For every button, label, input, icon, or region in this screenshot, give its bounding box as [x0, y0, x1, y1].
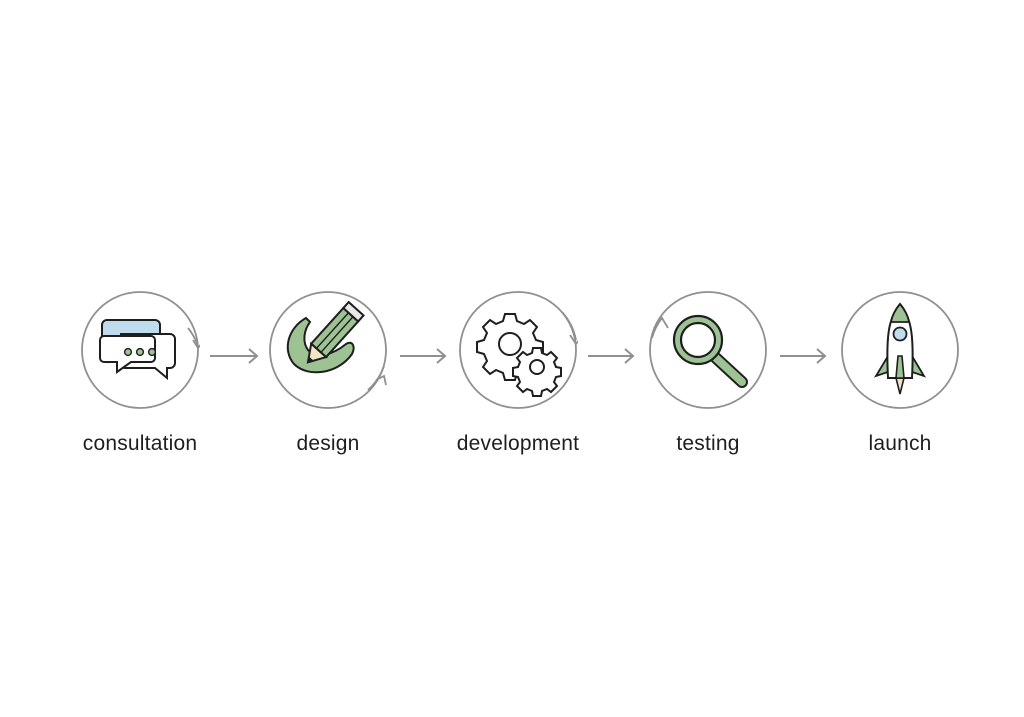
flow-arrow	[588, 348, 635, 364]
flow-arrow	[210, 348, 259, 364]
consultation-circle	[81, 291, 200, 409]
rocket-icon	[873, 302, 927, 395]
step-label-development: development	[456, 432, 580, 455]
chat-bubbles-icon	[99, 319, 176, 381]
step-label-launch: launch	[868, 432, 932, 455]
gears-icon	[476, 313, 562, 397]
magnifier-icon	[672, 314, 748, 388]
pencil-icon	[286, 300, 365, 374]
launch-circle	[841, 291, 959, 409]
step-label-consultation: consultation	[82, 432, 198, 455]
testing-circle	[649, 291, 767, 409]
flow-arrow	[400, 348, 447, 364]
design-circle	[269, 291, 387, 409]
step-label-design: design	[296, 432, 360, 455]
flow-arrow	[780, 348, 827, 364]
step-label-testing: testing	[676, 432, 740, 455]
development-circle	[459, 291, 578, 409]
